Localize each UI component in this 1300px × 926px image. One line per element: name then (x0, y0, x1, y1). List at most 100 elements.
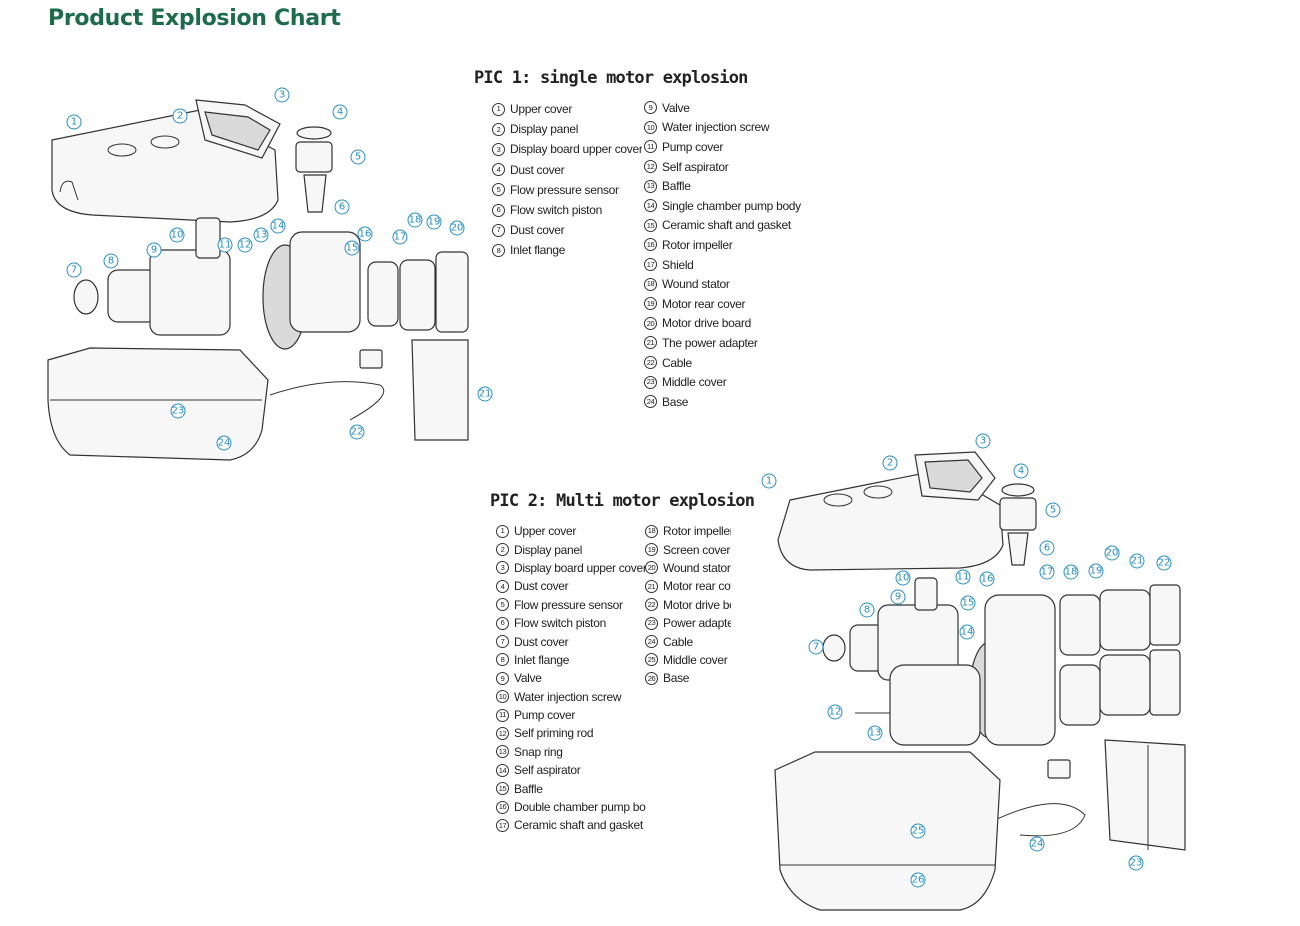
callout-9: 9 (890, 589, 906, 605)
legend-number-badge: 16 (644, 238, 657, 252)
callout-4: 4 (1013, 463, 1029, 479)
legend-label: The power adapter (662, 335, 758, 350)
callout-13: 13 (867, 725, 883, 741)
legend-number-badge: 10 (496, 690, 509, 704)
legend-number-badge: 12 (644, 160, 657, 174)
svg-text:16: 16 (359, 229, 372, 240)
pic1-legend-item: 24 Base (644, 392, 814, 412)
legend-label: Baffle (514, 781, 543, 796)
legend-label: Base (663, 671, 690, 686)
pic1-legend-item: 12 Self aspirator (644, 157, 814, 177)
svg-text:6: 6 (339, 202, 345, 213)
legend-number-badge: 20 (644, 316, 657, 330)
legend-label: Wound stator (662, 277, 730, 292)
svg-text:23: 23 (1130, 858, 1143, 869)
pic2-legend-item: 1 Upper cover (496, 522, 646, 540)
callout-8: 8 (103, 253, 119, 269)
legend-label: Display panel (510, 122, 579, 137)
legend-label: Flow switch piston (514, 616, 606, 631)
legend-label: Display board upper cover (510, 142, 642, 157)
pic1-legend-item: 2 Display panel (492, 119, 642, 139)
legend-number-badge: 12 (496, 726, 509, 740)
callout-1: 1 (66, 114, 82, 130)
legend-label: Pump cover (662, 139, 724, 154)
svg-text:19: 19 (428, 217, 441, 228)
legend-label: Self aspirator (662, 159, 729, 174)
pic2-title: PIC 2: Multi motor explosion (490, 491, 755, 511)
svg-text:4: 4 (337, 107, 343, 118)
callout-7: 7 (66, 262, 82, 278)
legend-label: Ceramic shaft and gasket (514, 818, 643, 833)
svg-text:25: 25 (912, 826, 925, 837)
legend-number-badge: 24 (644, 395, 657, 409)
legend-label: Power adapter (663, 616, 731, 631)
legend-label: Self aspirator (514, 763, 581, 778)
svg-text:26: 26 (912, 875, 925, 886)
legend-label: Flow switch piston (510, 203, 602, 218)
callout-23: 23 (1128, 855, 1144, 871)
svg-text:21: 21 (1131, 556, 1144, 567)
legend-number-badge: 8 (496, 653, 509, 667)
callout-17: 17 (1039, 564, 1055, 580)
legend-label: Cable (663, 634, 693, 649)
callout-22: 22 (1156, 555, 1172, 571)
legend-number-badge: 1 (496, 524, 509, 538)
callout-6: 6 (1039, 540, 1055, 556)
legend-label: Upper cover (514, 524, 577, 539)
svg-text:3: 3 (980, 436, 986, 447)
legend-number-badge: 16 (496, 800, 509, 814)
svg-text:12: 12 (239, 240, 252, 251)
svg-text:24: 24 (1031, 839, 1044, 850)
legend-label: Base (662, 394, 689, 409)
legend-label: Wound stator (663, 560, 731, 575)
svg-text:20: 20 (451, 223, 464, 234)
svg-text:11: 11 (219, 240, 232, 251)
legend-number-badge: 22 (644, 356, 657, 370)
svg-text:12: 12 (829, 707, 842, 718)
legend-number-badge: 6 (492, 203, 505, 217)
legend-number-badge: 14 (496, 763, 509, 777)
legend-label: Motor drive bc (663, 597, 731, 612)
svg-text:4: 4 (1018, 466, 1024, 477)
svg-text:7: 7 (813, 642, 819, 653)
callout-19: 19 (426, 214, 442, 230)
legend-label: Motor drive board (662, 316, 751, 331)
callout-25: 25 (910, 823, 926, 839)
pic1-legend-item: 6 Flow switch piston (492, 200, 642, 220)
svg-text:10: 10 (171, 230, 184, 241)
svg-text:8: 8 (864, 605, 870, 616)
legend-label: Display board upper cover (514, 560, 646, 575)
svg-text:2: 2 (177, 111, 183, 122)
legend-number-badge: 5 (492, 183, 505, 197)
callout-14: 14 (959, 624, 975, 640)
callout-2: 2 (882, 455, 898, 471)
legend-label: Double chamber pump body (514, 800, 646, 815)
svg-text:10: 10 (897, 573, 910, 584)
legend-number-badge: 2 (492, 122, 505, 136)
callout-23: 23 (170, 403, 186, 419)
svg-text:24: 24 (218, 438, 231, 449)
svg-text:14: 14 (272, 221, 285, 232)
callout-24: 24 (1029, 836, 1045, 852)
svg-text:8: 8 (108, 256, 114, 267)
svg-text:6: 6 (1044, 543, 1050, 554)
callout-16: 16 (979, 571, 995, 587)
callout-7: 7 (808, 639, 824, 655)
legend-number-badge: 22 (645, 598, 658, 612)
legend-number-badge: 17 (644, 258, 657, 272)
legend-number-badge: 23 (645, 616, 658, 630)
legend-label: Valve (514, 671, 542, 686)
callout-6: 6 (334, 199, 350, 215)
